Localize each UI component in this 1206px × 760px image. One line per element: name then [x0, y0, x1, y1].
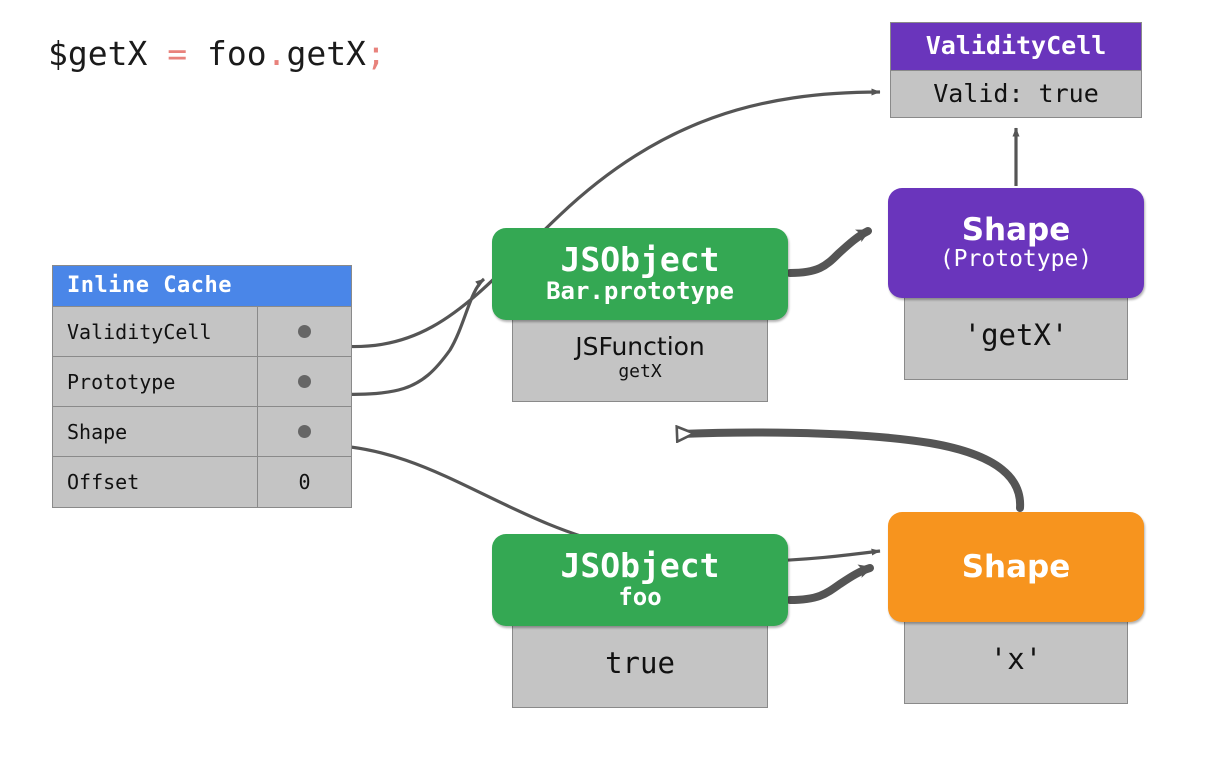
inline-cache-value-shape [258, 407, 351, 456]
table-row: Prototype [53, 357, 351, 407]
table-row: ValidityCell [53, 307, 351, 357]
node-validitycell-header: ValidityCell [890, 22, 1142, 70]
node-validitycell-body-line1: Valid: true [933, 79, 1099, 109]
node-jsobject-barprototype: JSObject Bar.prototype JSFunction getX [492, 228, 788, 402]
node-jsobject-foo-title: JSObject [560, 546, 720, 586]
node-jsobject-barprototype-subtitle: Bar.prototype [546, 277, 734, 306]
node-jsobject-barprototype-title: JSObject [560, 240, 720, 280]
node-shape-prototype-header: Shape (Prototype) [888, 188, 1144, 298]
inline-cache-key-validitycell: ValidityCell [53, 307, 258, 356]
inline-cache-key-shape: Shape [53, 407, 258, 456]
inline-cache-table: Inline Cache ValidityCell Prototype Shap… [52, 265, 352, 508]
edge-jsobject-foo-to-shape [786, 564, 874, 604]
node-shape-body: 'x' [904, 616, 1128, 704]
inline-cache-key-offset: Offset [53, 457, 258, 507]
node-shape-prototype-subtitle: (Prototype) [939, 245, 1093, 272]
node-jsobject-foo: JSObject foo true [492, 534, 788, 708]
code-token-1: = [167, 34, 188, 73]
inline-cache-key-prototype: Prototype [53, 357, 258, 406]
code-token-5: ; [365, 34, 386, 73]
code-token-3: . [266, 34, 287, 73]
node-jsobject-barprototype-body-line1: JSFunction [575, 332, 705, 362]
table-row: Offset 0 [53, 457, 351, 507]
node-shape-prototype-body-line1: 'getX' [963, 318, 1069, 353]
node-jsobject-foo-body: true [512, 620, 768, 708]
node-shape-prototype-body: 'getX' [904, 292, 1128, 380]
node-validitycell: ValidityCell Valid: true [890, 22, 1142, 118]
node-jsobject-foo-body-line1: true [605, 646, 675, 681]
edge-shape-to-jsobject-barprototype-proto [680, 433, 1025, 512]
node-validitycell-title: ValidityCell [925, 31, 1107, 61]
pointer-dot-icon [298, 425, 311, 438]
node-shape-prototype-title: Shape [961, 212, 1071, 249]
pointer-dot-icon [298, 375, 311, 388]
node-jsobject-barprototype-body-line2: getX [618, 360, 662, 382]
node-shape-body-line1: 'x' [989, 642, 1043, 677]
inline-cache-value-validitycell [258, 307, 351, 356]
edge-jsobject-barprototype-to-shape-prototype [786, 227, 872, 277]
code-token-0: $getX [48, 34, 168, 73]
code-snippet: $getX = foo.getX; [48, 34, 386, 73]
node-jsobject-barprototype-body: JSFunction getX [512, 314, 768, 402]
node-shape-header: Shape [888, 512, 1144, 622]
node-jsobject-barprototype-header: JSObject Bar.prototype [492, 228, 788, 320]
inline-cache-value-prototype [258, 357, 351, 406]
node-jsobject-foo-subtitle: foo [618, 583, 662, 612]
inline-cache-value-offset: 0 [258, 457, 351, 507]
node-shape-title: Shape [961, 548, 1071, 585]
node-validitycell-body: Valid: true [890, 70, 1142, 118]
node-shape: Shape 'x' [888, 512, 1144, 704]
code-token-4: getX [286, 34, 366, 73]
code-token-2: foo [187, 34, 267, 73]
inline-cache-title: Inline Cache [53, 266, 351, 307]
node-shape-prototype: Shape (Prototype) 'getX' [888, 188, 1144, 380]
node-jsobject-foo-header: JSObject foo [492, 534, 788, 626]
pointer-dot-icon [298, 325, 311, 338]
table-row: Shape [53, 407, 351, 457]
